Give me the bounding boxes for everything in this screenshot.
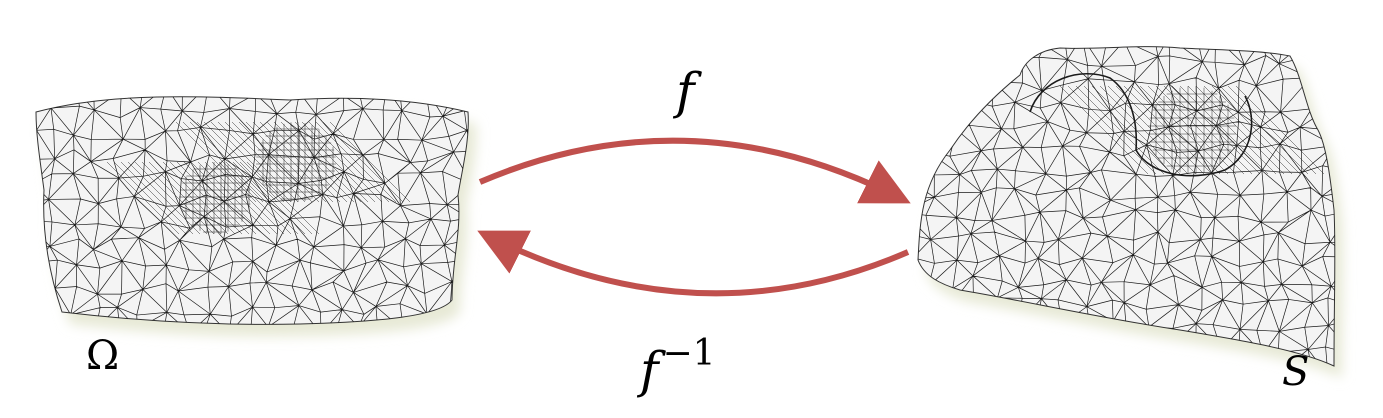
forward-map-label: f [676, 62, 695, 120]
forward-arrow [478, 137, 911, 204]
surface-ridge-right [1135, 95, 1253, 177]
surface-ridge-left [1029, 73, 1138, 151]
surface-label: S [1282, 349, 1310, 395]
domain-label: Ω [86, 333, 120, 379]
surface-mesh [917, 46, 1343, 379]
inverse-arrow [477, 230, 910, 297]
inverse-exponent: −1 [662, 333, 716, 374]
domain-mesh [35, 96, 477, 337]
inverse-map-label: f−1 [640, 333, 716, 399]
